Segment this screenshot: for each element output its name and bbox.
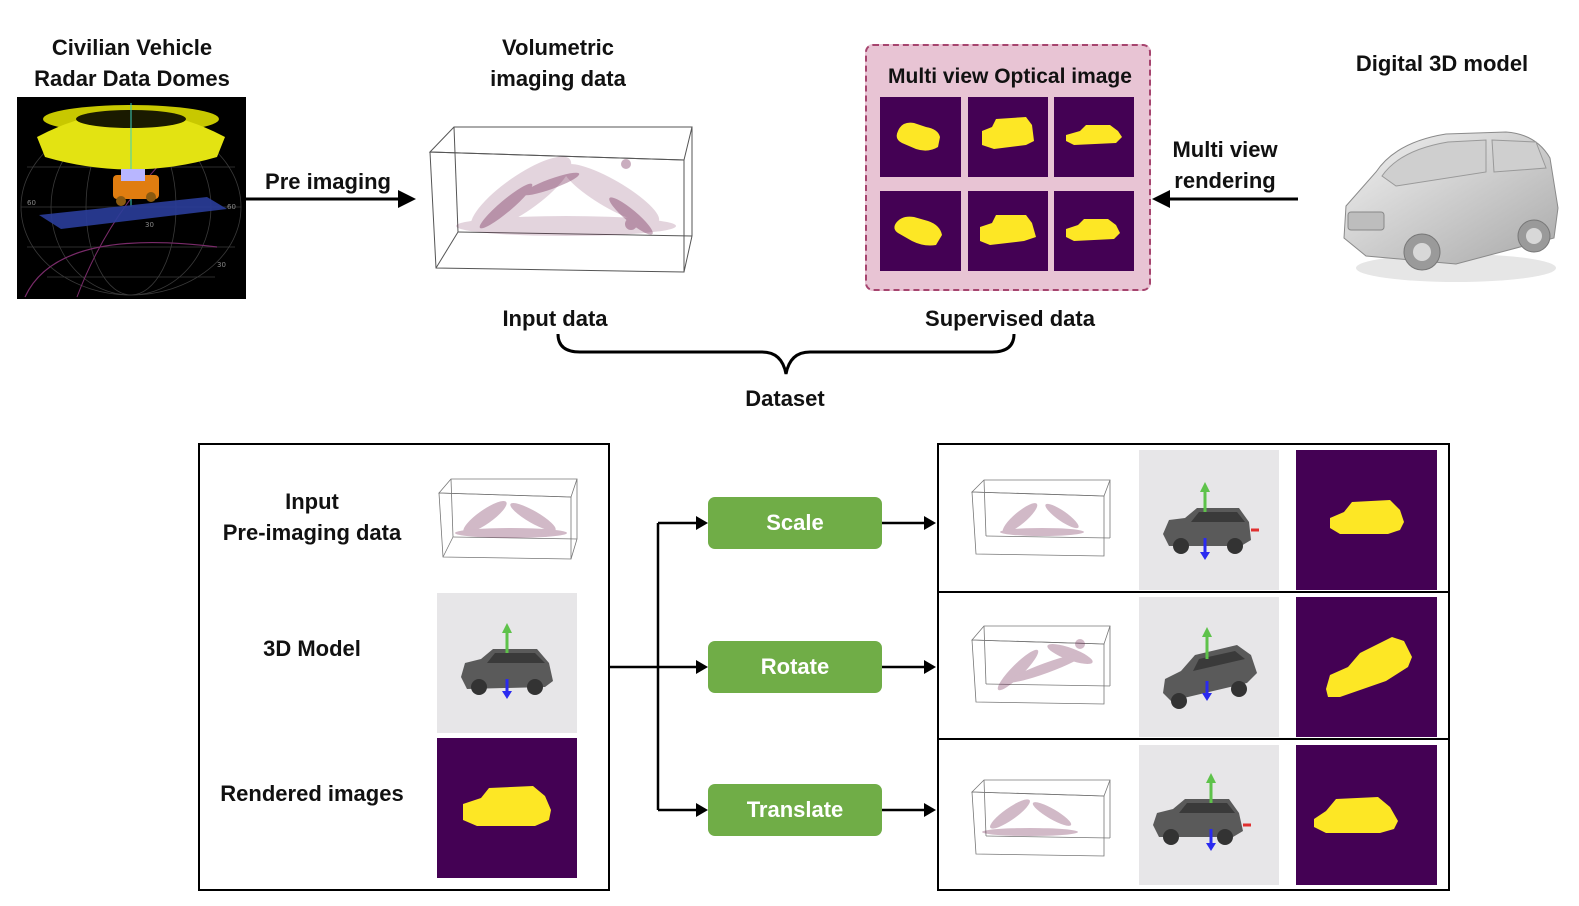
car-silhouette-icon: [980, 215, 1036, 245]
translate-render-thumb: [1296, 745, 1437, 885]
render-view-5: [968, 191, 1048, 271]
row-divider-1: [937, 591, 1450, 593]
svg-text:30: 30: [217, 261, 226, 269]
pre-imaging-label: Pre imaging: [265, 169, 391, 194]
render-view-3: [1054, 97, 1134, 177]
input-label-line1: Input: [285, 489, 339, 514]
pre-imaging-arrow: [246, 190, 416, 208]
rendering-label: Multi view rendering: [1150, 134, 1300, 196]
volumetric-title: Volumetric imaging data: [458, 32, 658, 94]
radar-title-line1: Civilian Vehicle: [51, 35, 213, 60]
car-silhouette-icon: [1314, 797, 1398, 833]
input-pre-imaging-label: Input Pre-imaging data: [205, 486, 419, 548]
row-divider-2: [937, 738, 1450, 740]
svg-text:60: 60: [27, 199, 36, 207]
input-label-line2: Pre-imaging data: [222, 520, 402, 545]
augmentation-connectors: [610, 516, 936, 817]
car-silhouette-icon: [1326, 637, 1412, 697]
rendering-label-line1: Multi view: [1172, 137, 1278, 162]
car-silhouette-icon: [894, 216, 942, 246]
car-silhouette-icon: [982, 117, 1034, 149]
car-silhouette-icon: [896, 122, 940, 151]
scale-render-thumb: [1296, 450, 1437, 590]
scale-model-car: [1163, 482, 1259, 560]
svg-text:60: 60: [227, 203, 236, 211]
scale-preimaging-thumb: [971, 479, 1111, 557]
car-silhouette-icon: [1066, 219, 1120, 241]
car-silhouette-icon: [1066, 125, 1122, 145]
render-view-6: [1054, 191, 1134, 271]
pre-imaging-thumb: [438, 478, 578, 560]
scale-button[interactable]: Scale: [708, 497, 882, 549]
translate-button[interactable]: Translate: [708, 784, 882, 836]
volumetric-title-line2: imaging data: [490, 66, 626, 91]
radar-title: Civilian Vehicle Radar Data Domes: [16, 32, 248, 94]
rotate-render-thumb: [1296, 597, 1437, 737]
dataset-label: Dataset: [745, 386, 825, 411]
render-view-1: [880, 97, 961, 177]
translate-preimaging-thumb: [971, 779, 1111, 857]
multiview-title: Multi view Optical image: [888, 65, 1132, 88]
model-thumb-car: [461, 623, 553, 699]
render-view-4: [880, 191, 961, 271]
supervised-data-label: Supervised data: [925, 306, 1095, 331]
rendering-label-line2: rendering: [1174, 168, 1276, 193]
rendered-label: Rendered images: [220, 781, 404, 806]
volumetric-title-line1: Volumetric: [501, 35, 615, 60]
translate-model-car: [1153, 773, 1251, 851]
svg-text:30: 30: [145, 221, 154, 229]
car-silhouette-icon: [1330, 500, 1404, 534]
rendered-thumb: [437, 738, 577, 878]
digital-model-title: Digital 3D model: [1355, 51, 1529, 76]
render-view-2: [968, 97, 1048, 177]
volumetric-cube-large: [428, 126, 693, 273]
digital-car-model-image: [1343, 131, 1559, 282]
model-label: 3D Model: [263, 636, 361, 661]
radar-title-line2: Radar Data Domes: [34, 66, 230, 91]
radar-dome-image: 60 30 60 30: [17, 97, 246, 299]
input-data-label: Input data: [502, 306, 608, 331]
rendering-arrow: [1152, 190, 1298, 208]
rotate-button[interactable]: Rotate: [708, 641, 882, 693]
rotate-model-car: [1163, 627, 1257, 709]
dataset-brace: [556, 333, 1016, 375]
car-silhouette-icon: [463, 786, 551, 826]
rotate-preimaging-thumb: [971, 625, 1111, 705]
